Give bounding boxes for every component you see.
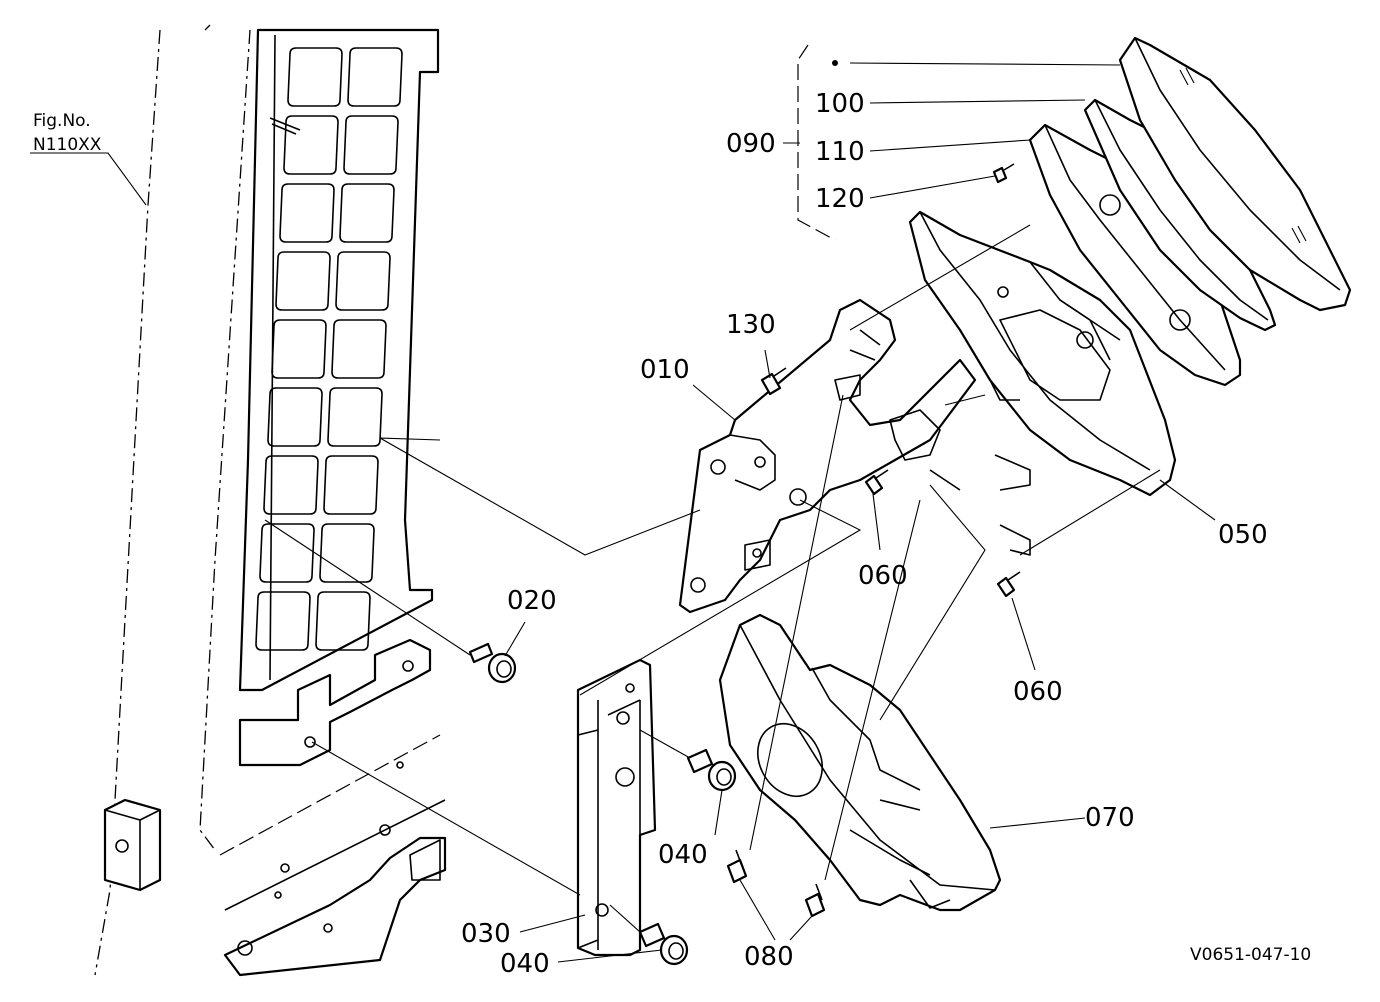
mesh-cell [339,183,395,243]
part-050-meter [908,210,1177,497]
floor-structure [103,117,447,977]
callout-labels: Fig.No. N110XX 090 100 110 120 130 010 0… [33,89,1311,979]
mesh-grid [255,47,403,651]
fasteners [468,163,1031,966]
callout-110: 110 [815,137,865,167]
mesh-cell [331,319,387,379]
leader-lines [30,44,1216,963]
callout-090: 090 [726,129,776,159]
mesh-cell [287,47,343,107]
callout-080: 080 [744,942,794,972]
mesh-cell [275,251,331,311]
mesh-cell [335,251,391,311]
mesh-cell [271,319,327,379]
mesh-cell [259,523,315,583]
callout-070: 070 [1085,803,1135,833]
mesh-cell [347,47,403,107]
callout-100: 100 [815,89,865,119]
callout-030: 030 [461,919,511,949]
callout-050: 050 [1218,520,1268,550]
callout-060a: 060 [858,561,908,591]
mesh-cell [327,387,383,447]
mesh-cell [315,591,371,651]
callout-060b: 060 [1013,677,1063,707]
mesh-cell [319,523,375,583]
screw-060b-icon [996,571,1021,598]
screw-080a-icon [726,849,748,884]
bolt-040a-icon [686,748,737,792]
part-070-housing [718,613,1002,912]
mesh-cell [343,115,399,175]
callout-130: 130 [726,310,776,340]
mesh-cell [279,183,335,243]
reference-dot-icon [832,60,838,66]
fig-label: Fig.No. [33,111,91,131]
part-100-gasket [1083,98,1277,332]
screw-130-icon [760,367,787,396]
mesh-cell [263,455,319,515]
mesh-cell [323,455,379,515]
callout-120: 120 [815,184,865,214]
screw-120-icon [992,163,1015,184]
part-010-bracket [678,298,977,614]
callout-040b: 040 [500,949,550,979]
screw-060a-icon [864,469,889,496]
cover-plate [1118,36,1352,312]
mesh-cell [255,591,311,651]
callout-040a: 040 [658,840,708,870]
drawing-code: V0651-047-10 [1190,945,1311,965]
bolt-040b-icon [638,922,689,966]
callout-010: 010 [640,355,690,385]
mesh-cell [283,115,339,175]
fig-number: N110XX [33,135,102,155]
mesh-cell [267,387,323,447]
part-030-hinge [576,658,657,957]
screw-080b-icon [804,883,826,918]
callout-020: 020 [507,586,557,616]
bolt-020-icon [468,642,517,684]
